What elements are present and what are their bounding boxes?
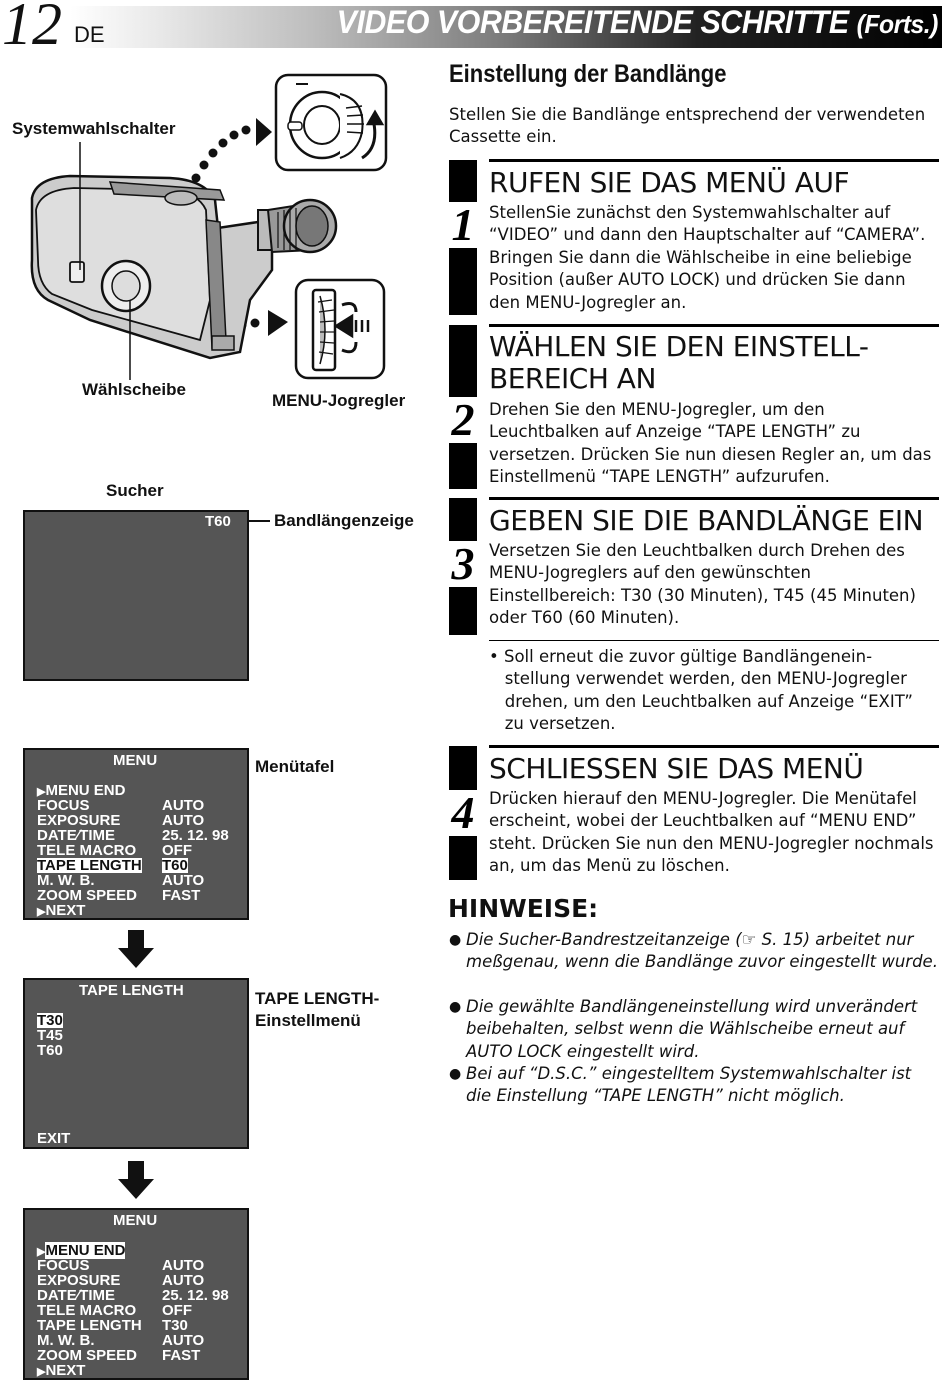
menu1-row-name: EXPOSURE — [37, 812, 121, 829]
menu2-title: MENU — [113, 1212, 158, 1229]
note-item: ● Die Sucher-Bandrestzeitanzeige (☞ S. 1… — [449, 929, 939, 974]
page-language: DE — [74, 22, 105, 47]
step-divider — [489, 745, 939, 748]
menu2-row-value: 25. 12. 98 — [162, 1287, 229, 1304]
menu1-row-value: AUTO — [162, 797, 205, 814]
menu1-row-value: AUTO — [162, 812, 205, 829]
step-number: 2 — [449, 397, 477, 443]
step-number: 1 — [449, 202, 477, 248]
menu1-title: MENU — [113, 752, 158, 769]
step-text: Versetzen Sie den Leuchtbalken durch Dre… — [489, 541, 916, 628]
step-heading: SCHLIESSEN SIE DAS MENÜ — [489, 752, 864, 785]
step-subnote: • Soll erneut die zuvor gültige Bandläng… — [489, 647, 913, 734]
page-title-text: VIDEO VORBEREITENDE SCHRITTE — [336, 4, 849, 40]
arrow-down-icon — [118, 930, 154, 968]
tape-option-highlighted: T30 — [37, 1012, 63, 1029]
menu1-row-value: FAST — [162, 887, 201, 904]
menu2-row-value: OFF — [162, 1302, 192, 1319]
system-switch-detail — [274, 73, 388, 172]
label-tape-menu: TAPE LENGTH- Einstellmenü — [255, 989, 380, 1030]
viewfinder-screen: T60 — [23, 510, 249, 681]
menu1-row-value: OFF — [162, 842, 192, 859]
bullet-icon: ● — [449, 932, 462, 948]
menu2-row-name: TAPE LENGTH — [37, 1317, 142, 1334]
header-bar — [70, 6, 942, 48]
label-menu-jog: MENU-Jogregler — [272, 391, 406, 410]
tape-option: T60 — [37, 1042, 63, 1059]
menu2-row-next: ▶NEXT — [37, 1362, 86, 1379]
tape-menu-exit: EXIT — [37, 1130, 71, 1147]
camcorder-illustration — [30, 73, 388, 380]
tape-length-screen: TAPE LENGTH T30 T45 T60 EXIT — [23, 978, 249, 1149]
step-heading: RUFEN SIE DAS MENÜ AUF — [489, 166, 850, 199]
menu1-row-name: FOCUS — [37, 797, 90, 814]
menu1-row-tape-length-highlighted: TAPE LENGTH — [37, 857, 142, 874]
menu2-row-value: AUTO — [162, 1332, 205, 1349]
label-menu-panel: Menütafel — [255, 757, 335, 776]
camcorder-body — [30, 174, 338, 360]
note-text: Die Sucher-Bandrestzeitanzeige (☞ S. 15)… — [466, 930, 938, 972]
label-system-switch: Systemwahlschalter — [12, 119, 176, 138]
menu2-row-name: EXPOSURE — [37, 1272, 121, 1289]
step-heading: WÄHLEN SIE DEN EINSTELL- BEREICH AN — [489, 330, 869, 395]
section-intro: Stellen Sie die Bandlänge entsprechend d… — [449, 105, 926, 146]
menu2-row-menu-end-highlighted: ▶MENU END — [37, 1242, 126, 1259]
menu2-row-value: FAST — [162, 1347, 201, 1364]
menu2-row-value: T30 — [162, 1317, 188, 1334]
menu1-row-name: DATE∕TIME — [37, 827, 116, 844]
menu2-row-name: TELE MACRO — [37, 1302, 137, 1319]
step-number: 4 — [449, 790, 477, 836]
tape-option: T45 — [37, 1027, 63, 1044]
menu1-row-tape-length-value: T60 — [162, 857, 188, 874]
arrow-down-icon — [118, 1161, 154, 1199]
step-divider — [489, 497, 939, 500]
page-number: 12 — [2, 0, 62, 57]
bullet-icon: ● — [449, 999, 462, 1015]
page-title: VIDEO VORBEREITENDE SCHRITTE (Forts.) — [336, 4, 939, 41]
viewfinder-tape-value: T60 — [205, 513, 231, 530]
menu1-row-name: M. W. B. — [37, 872, 95, 889]
bullet-icon: ● — [449, 1066, 462, 1082]
step-text: StellenSie zunächst den Systemwahlschalt… — [489, 203, 926, 312]
menu2-row-name: M. W. B. — [37, 1332, 95, 1349]
notes-title: HINWEISE: — [448, 894, 599, 923]
menu2-row-name: ZOOM SPEED — [37, 1347, 138, 1364]
menu2-row-value: AUTO — [162, 1272, 205, 1289]
label-tape-indicator: Bandlängenzeige — [274, 511, 414, 530]
step-text: Drehen Sie den MENU-Jogregler, um den Le… — [489, 400, 932, 487]
menu-jog-detail — [294, 278, 386, 380]
step-number: 3 — [449, 541, 477, 587]
note-text: Bei auf “D.S.C.” eingestelltem Systemwah… — [466, 1064, 912, 1106]
note-text: Die gewählte Bandlängeneinstellung wird … — [466, 997, 918, 1061]
menu2-row-name: DATE∕TIME — [37, 1287, 116, 1304]
step-text: Drücken hierauf den MENU-Jogregler. Die … — [489, 789, 934, 876]
menu1-row-value: 25. 12. 98 — [162, 827, 229, 844]
subnote-divider — [489, 640, 939, 641]
menu1-row-next: ▶NEXT — [37, 902, 86, 919]
menu2-row-name: FOCUS — [37, 1257, 90, 1274]
section-title: Einstellung der Bandlänge — [449, 60, 727, 88]
menu2-row-value: AUTO — [162, 1257, 205, 1274]
label-dial: Wählscheibe — [82, 380, 186, 399]
label-leader-lines — [79, 142, 131, 380]
menu1-row-name: TELE MACRO — [37, 842, 137, 859]
menu1-row-name: ZOOM SPEED — [37, 887, 138, 904]
menu1-row-menu-end: ▶MENU END — [37, 782, 126, 799]
page-title-continued: (Forts.) — [856, 9, 939, 39]
note-item: ● Bei auf “D.S.C.” eingestelltem Systemw… — [449, 1063, 939, 1108]
tape-menu-title: TAPE LENGTH — [79, 982, 184, 999]
menu1-row-value: AUTO — [162, 872, 205, 889]
step-heading: GEBEN SIE DIE BANDLÄNGE EIN — [489, 504, 924, 537]
step-divider — [489, 324, 939, 327]
indicator-leader-line — [232, 520, 270, 522]
label-viewfinder: Sucher — [106, 481, 164, 500]
note-item: ● Die gewählte Bandlängeneinstellung wir… — [449, 996, 939, 1063]
menu-screen-1: MENU ▶MENU END FOCUS AUTO EXPOSURE AUTO … — [23, 748, 249, 920]
menu-screen-2: MENU ▶MENU END FOCUS AUTO EXPOSURE AUTO … — [23, 1208, 249, 1380]
step-divider — [489, 159, 939, 162]
